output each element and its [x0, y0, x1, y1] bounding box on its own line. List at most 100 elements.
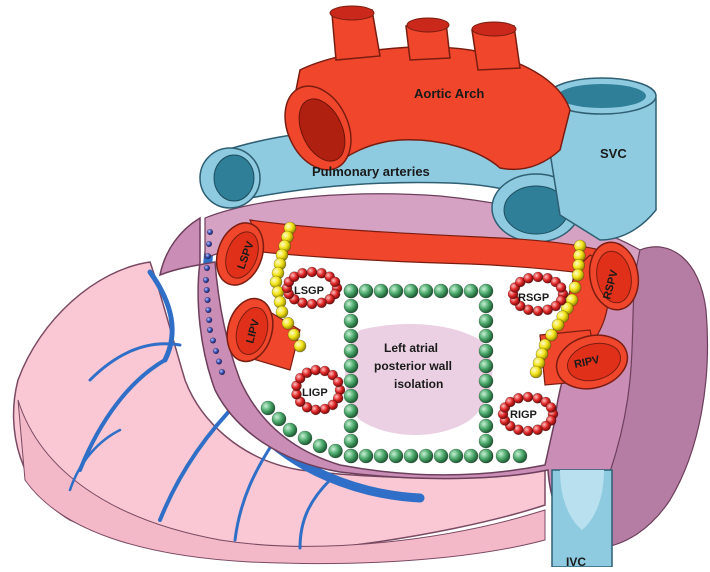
gp-dot [513, 393, 523, 403]
box-lesion-dot [479, 314, 493, 328]
box-lesion-dot [329, 444, 343, 458]
label-lsgp: LSGP [294, 285, 324, 297]
blue-dot [213, 348, 219, 354]
gp-dot [297, 268, 307, 278]
box-lesion-dot [344, 359, 358, 373]
blue-dot [210, 338, 216, 344]
label-ivc: IVC [566, 555, 586, 567]
pv-ring-dot [530, 366, 542, 378]
box-lesion-dot [479, 419, 493, 433]
box-lesion-dot [359, 449, 373, 463]
box-lesion-dot [344, 299, 358, 313]
label-center-line1: Left atrial [384, 341, 438, 355]
label-center-line2: posterior wall [374, 359, 452, 373]
box-lesion-dot [434, 284, 448, 298]
box-lesion-dot [344, 344, 358, 358]
pv-ring-dot [282, 317, 294, 329]
label-svc: SVC [600, 146, 627, 161]
gp-dot [546, 403, 556, 413]
gp-dot [533, 425, 543, 435]
label-center-line3: isolation [394, 377, 443, 391]
box-lesion-dot [374, 449, 388, 463]
box-lesion-dot [479, 449, 493, 463]
gp-dot [533, 306, 543, 316]
box-lesion-dot [404, 284, 418, 298]
ivc-vessel [552, 470, 612, 567]
box-lesion-dot [479, 404, 493, 418]
blue-dot [205, 253, 211, 259]
box-lesion-dot [389, 284, 403, 298]
box-lesion-dot [344, 434, 358, 448]
blue-dot [219, 369, 225, 375]
blue-dot [205, 297, 211, 303]
box-lesion-dot [479, 344, 493, 358]
box-lesion-dot [479, 389, 493, 403]
blue-dot [216, 359, 222, 365]
gp-dot [307, 267, 317, 277]
box-lesion-dot [344, 329, 358, 343]
box-lesion-dot [344, 404, 358, 418]
box-lesion-dot [404, 449, 418, 463]
pv-ring-dot [294, 340, 306, 352]
box-lesion-dot [479, 374, 493, 388]
blue-dot [206, 317, 212, 323]
box-lesion-dot [272, 412, 286, 426]
box-lesion-dot [419, 449, 433, 463]
pv-ring-dot [569, 282, 581, 294]
gp-dot [333, 377, 343, 387]
box-lesion-dot [359, 284, 373, 298]
pv-ring-dot [288, 329, 300, 341]
blue-dot [207, 229, 213, 235]
box-lesion-dot [344, 449, 358, 463]
blue-dot [204, 287, 210, 293]
label-pulmonary-arteries: Pulmonary arteries [312, 164, 430, 179]
box-lesion-dot [344, 314, 358, 328]
box-lesion-dot [419, 284, 433, 298]
blue-dot [203, 277, 209, 283]
box-lesion-dot [344, 419, 358, 433]
blue-dot [204, 265, 210, 271]
box-lesion-dot [313, 439, 327, 453]
gp-dot [317, 298, 327, 308]
box-lesion-dot [479, 329, 493, 343]
pv-ring-dot [572, 269, 584, 281]
gp-dot [523, 273, 533, 283]
box-lesion-dot [479, 434, 493, 448]
box-lesion-dot [513, 449, 527, 463]
label-rigp: RIGP [510, 409, 537, 421]
blue-dot [207, 327, 213, 333]
box-lesion-dot [344, 374, 358, 388]
box-lesion-dot [479, 284, 493, 298]
gp-dot [543, 305, 553, 315]
box-lesion-dot [344, 389, 358, 403]
box-lesion-dot [496, 449, 510, 463]
gp-dot [556, 283, 566, 293]
blue-dot [206, 307, 212, 313]
label-rsgp: RSGP [518, 292, 549, 304]
label-aortic-arch: Aortic Arch [414, 86, 484, 101]
box-lesion-dot [344, 284, 358, 298]
box-lesion-dot [464, 284, 478, 298]
box-lesion-dot [374, 284, 388, 298]
box-lesion-dot [449, 284, 463, 298]
box-lesion-dot [283, 423, 297, 437]
box-lesion-dot [261, 401, 275, 415]
gp-dot [523, 392, 533, 402]
box-lesion-dot [389, 449, 403, 463]
gp-dot [307, 299, 317, 309]
blue-dot [206, 241, 212, 247]
box-lesion-dot [479, 359, 493, 373]
gp-dot [320, 404, 330, 414]
pv-ring-dot [276, 306, 288, 318]
gp-dot [330, 277, 340, 287]
gp-dot [311, 365, 321, 375]
gp-dot [523, 426, 533, 436]
box-lesion-dot [298, 431, 312, 445]
box-lesion-dot [434, 449, 448, 463]
box-lesion-dot [479, 299, 493, 313]
box-lesion-dot [464, 449, 478, 463]
box-lesion-dot [449, 449, 463, 463]
label-ligp: LIGP [302, 387, 328, 399]
gp-dot [533, 272, 543, 282]
